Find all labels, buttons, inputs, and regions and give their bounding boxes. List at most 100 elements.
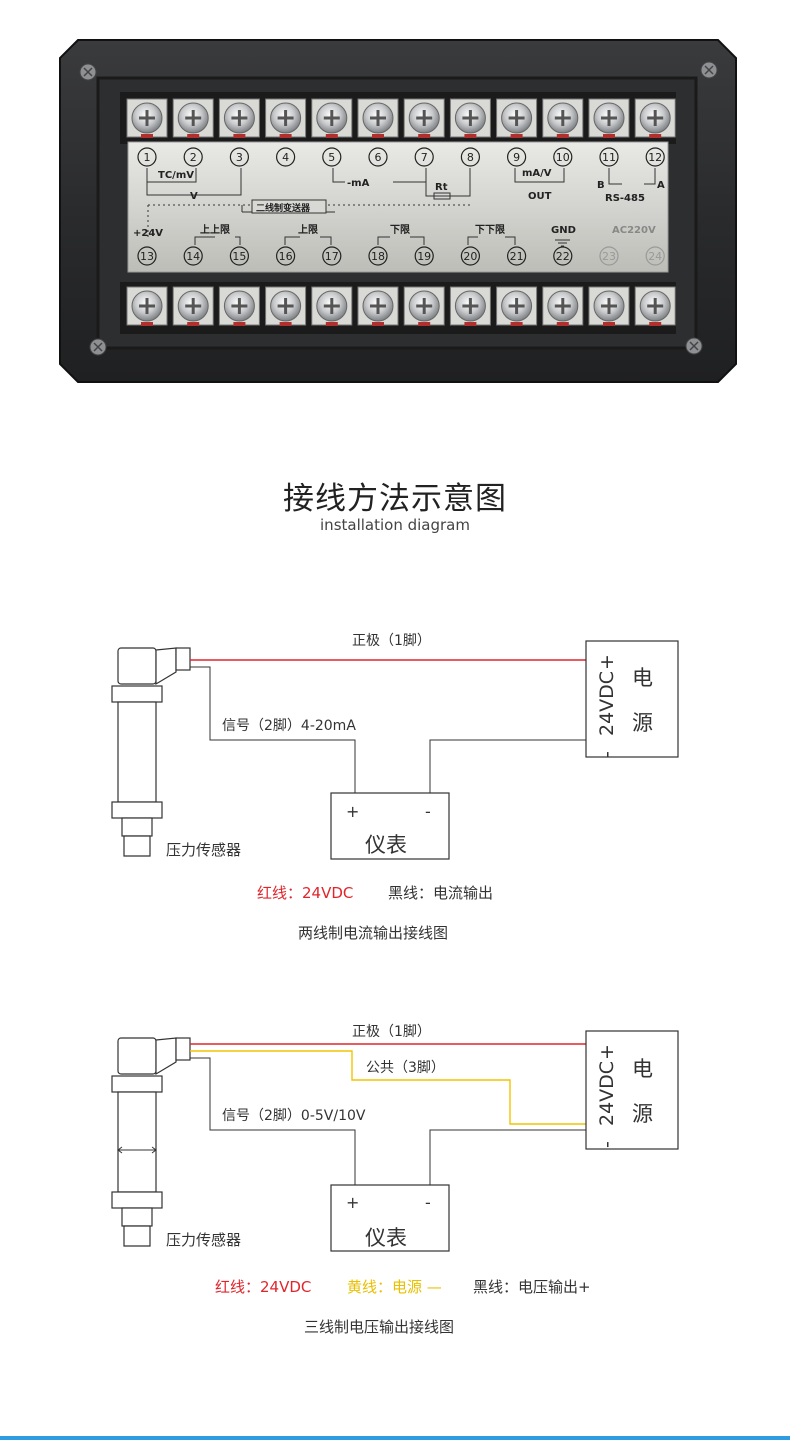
svg-text:23: 23 (602, 250, 616, 263)
terminal-screw-icon (634, 98, 676, 138)
terminal-number: 22 (553, 246, 573, 266)
svg-text:2: 2 (190, 151, 197, 164)
terminal-number: 8 (460, 147, 480, 167)
terminal-screw-icon (265, 286, 307, 326)
svg-text:7: 7 (421, 151, 428, 164)
terminal-number: 18 (368, 246, 388, 266)
terminal-number: 6 (368, 147, 388, 167)
terminal-number: 2 (183, 147, 203, 167)
meter-minus: - (425, 1193, 431, 1212)
label-24v: +24V (133, 228, 163, 239)
power-supply-box (585, 640, 679, 758)
terminal-screw-icon (218, 286, 260, 326)
supply-plus: + (596, 1044, 618, 1060)
label-gnd: GND (551, 225, 576, 236)
supply-plus: + (596, 654, 618, 670)
black-wire (429, 1129, 586, 1185)
label-lower-lower: 下下限 (475, 224, 506, 236)
power-supply-box (585, 1030, 679, 1150)
terminal-number: 11 (599, 147, 619, 167)
svg-text:10: 10 (556, 151, 570, 164)
meter-box (330, 792, 450, 860)
diagram-caption: 三线制电压输出接线图 (304, 1318, 454, 1336)
terminal-numbers-bottom: 13 14 15 16 17 18 19 20 21 22 23 24 (137, 246, 665, 266)
terminal-screw-icon (542, 98, 584, 138)
three-wire-diagram: 正极（1脚） 公共（3脚） 信号（2脚）0-5V/10V 压力传感器 + - 仪… (111, 1024, 679, 1336)
svg-text:8: 8 (467, 151, 474, 164)
label-ma-v: mA/V (522, 168, 552, 179)
svg-text:21: 21 (510, 250, 524, 263)
terminal-screws-bottom (126, 286, 676, 326)
svg-text:14: 14 (186, 250, 200, 263)
svg-text:19: 19 (417, 250, 431, 263)
label-b: B (597, 180, 605, 191)
legend-black: 黑线：电流输出 (388, 884, 493, 902)
supply-label-2: 源 (632, 711, 653, 735)
svg-text:16: 16 (279, 250, 293, 263)
svg-text:4: 4 (282, 151, 289, 164)
svg-text:1: 1 (144, 151, 151, 164)
terminal-screw-icon (496, 286, 538, 326)
page-title: 接线方法示意图 (283, 481, 507, 517)
bottom-accent-line (0, 1436, 790, 1440)
terminal-number: 21 (506, 246, 527, 266)
pressure-sensor-icon (111, 647, 191, 857)
legend-yellow: 黄线：电源 — (347, 1278, 442, 1296)
positive-pin-label: 正极（1脚） (352, 1024, 431, 1040)
terminal-number: 14 (183, 246, 203, 266)
terminal-screw-icon (126, 98, 168, 138)
terminal-screw-icon (588, 98, 630, 138)
terminal-screw-icon (218, 98, 260, 138)
label-plate (127, 141, 669, 273)
sensor-label: 压力传感器 (166, 1231, 241, 1249)
legend-black: 黑线：电压输出+ (473, 1278, 591, 1296)
svg-text:13: 13 (140, 250, 154, 263)
label-ac220: AC220V (612, 225, 656, 236)
svg-text:11: 11 (602, 151, 616, 164)
terminal-screw-icon (311, 98, 353, 138)
two-wire-diagram: 正极（1脚） 信号（2脚）4-20mA 压力传感器 + - 仪表 - 24VDC… (111, 633, 679, 940)
sensor-label: 压力传感器 (166, 841, 241, 859)
terminal-screw-icon (634, 286, 676, 326)
terminal-screw-icon (542, 286, 584, 326)
supply-voltage: 24VDC (596, 671, 618, 736)
svg-text:15: 15 (232, 250, 246, 263)
terminal-screw-icon (172, 286, 214, 326)
svg-text:5: 5 (328, 151, 335, 164)
label-a: A (657, 180, 665, 191)
terminal-number: 12 (645, 147, 665, 167)
terminal-screws-top (126, 98, 676, 138)
terminal-number: 9 (506, 147, 527, 167)
corner-screw-icon (700, 61, 718, 79)
meter-minus: - (425, 802, 431, 821)
svg-text:24: 24 (648, 250, 662, 263)
corner-screw-icon (79, 63, 97, 81)
svg-text:20: 20 (463, 250, 477, 263)
supply-minus: - (596, 1141, 618, 1148)
supply-minus: - (596, 751, 618, 758)
meter-plus: + (346, 1193, 359, 1212)
terminal-number: 7 (414, 147, 434, 167)
terminal-number: 23 (599, 246, 619, 266)
black-wire (429, 739, 586, 793)
label-rt: Rt (435, 182, 448, 193)
corner-screw-icon (89, 338, 107, 356)
meter-plus: + (346, 802, 359, 821)
terminal-screw-icon (126, 286, 168, 326)
terminal-screw-icon (311, 286, 353, 326)
terminal-screw-icon (357, 286, 399, 326)
svg-text:17: 17 (325, 250, 339, 263)
terminal-screw-icon (449, 286, 491, 326)
label-v: V (190, 191, 198, 202)
svg-text:3: 3 (236, 151, 243, 164)
terminal-number: 15 (229, 246, 249, 266)
terminal-screw-icon (357, 98, 399, 138)
terminal-number: 13 (137, 246, 157, 266)
terminal-number: 4 (276, 147, 296, 167)
common-pin-label: 公共（3脚） (366, 1060, 445, 1076)
label-tc-mv: TC/mV (158, 170, 194, 181)
corner-screw-icon (685, 337, 703, 355)
label-lower: 下限 (390, 224, 411, 236)
positive-pin-label: 正极（1脚） (352, 633, 431, 649)
